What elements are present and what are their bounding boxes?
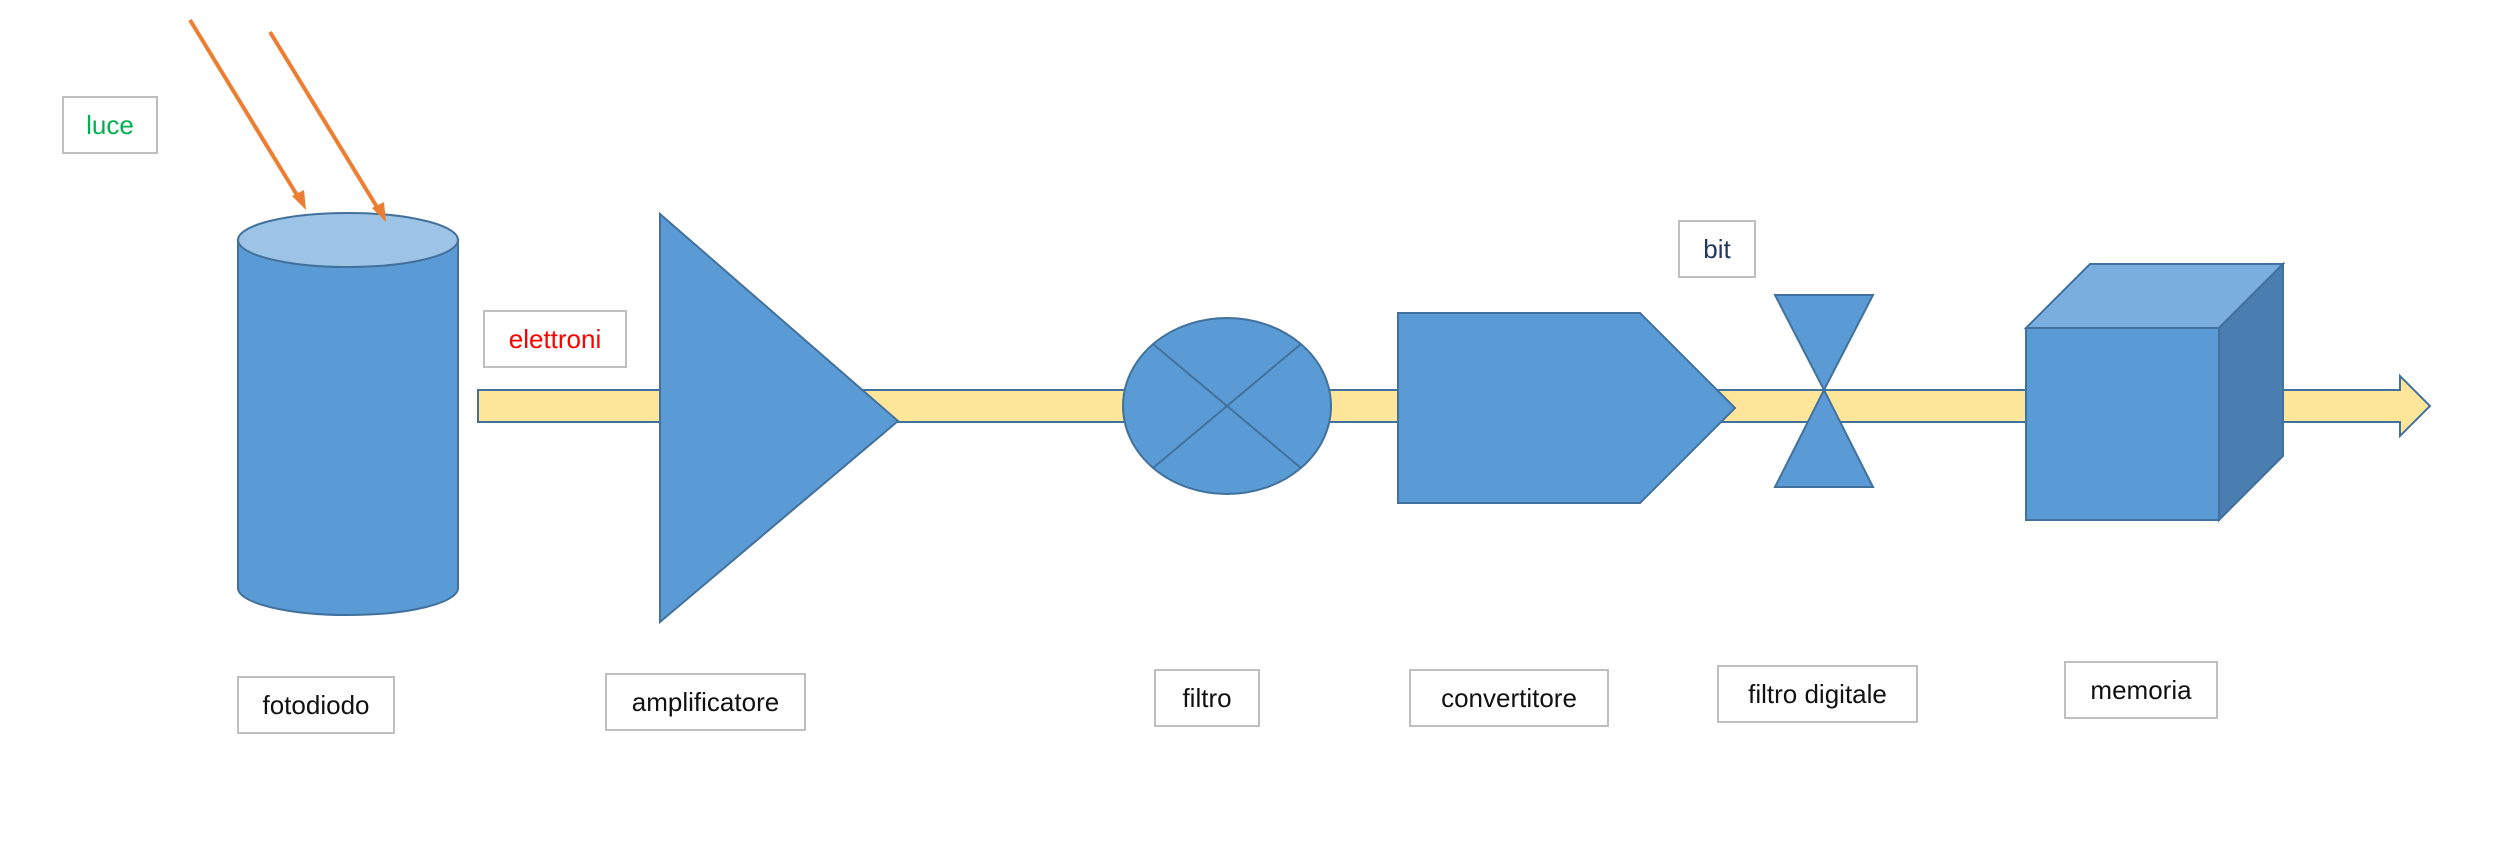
memory-label: memoria (2064, 661, 2218, 719)
light-rays (188, 18, 386, 222)
amplifier-triangle (659, 211, 900, 625)
filter-label: filtro (1154, 669, 1260, 727)
memory-cube (2023, 261, 2286, 523)
electrons-label: elettroni (483, 310, 627, 368)
filter-mixer-circle (1122, 317, 1332, 495)
bit-label: bit (1678, 220, 1756, 278)
photodiode-label: fotodiodo (237, 676, 395, 734)
converter-pentagon (1397, 312, 1737, 504)
amplifier-label: amplificatore (605, 673, 806, 731)
digital-filter-bowtie (1773, 294, 1875, 488)
light-label: luce (62, 96, 158, 154)
converter-label: convertitore (1409, 669, 1609, 727)
digital-filter-label: filtro digitale (1717, 665, 1918, 723)
photodiode-cylinder (237, 212, 459, 616)
